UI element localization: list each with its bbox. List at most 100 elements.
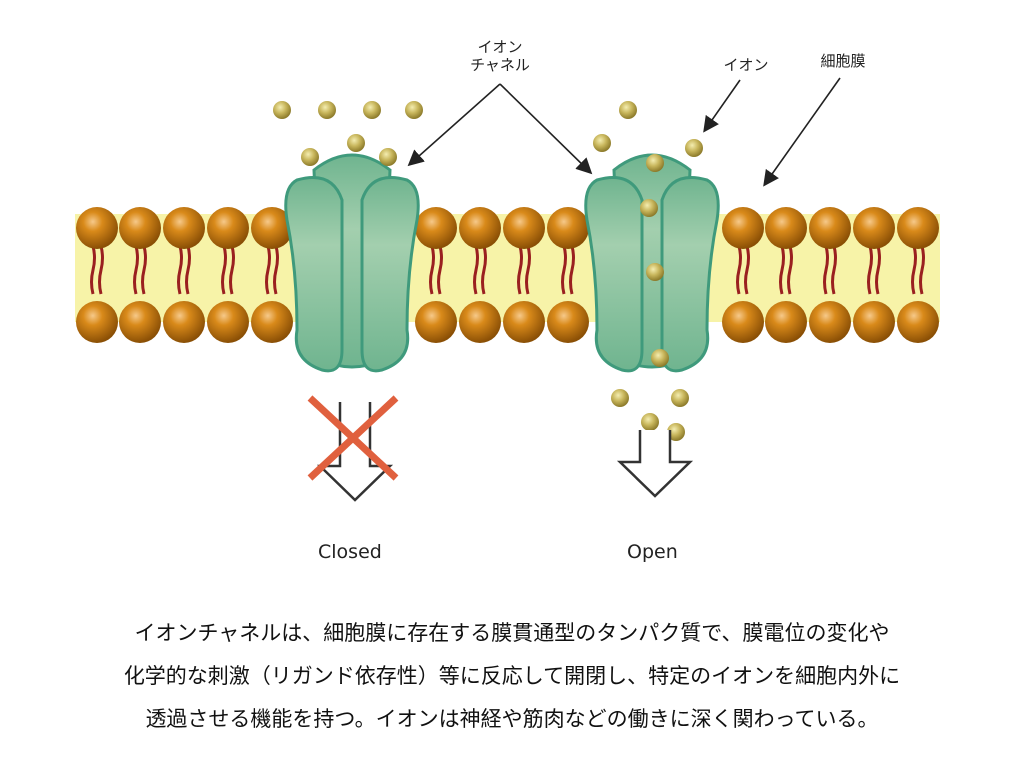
lipid-tail — [831, 245, 837, 295]
ion — [318, 101, 336, 119]
lipid-tail — [429, 245, 435, 295]
lipid-tail — [823, 245, 829, 295]
ion-label: イオン — [723, 56, 769, 74]
closed-label: Closed — [318, 541, 382, 563]
ions — [273, 101, 703, 441]
lipid-head — [119, 301, 161, 343]
lipid-tail — [185, 245, 191, 295]
ion — [379, 148, 397, 166]
lipid-tail — [517, 245, 523, 295]
lipid-head — [897, 301, 939, 343]
lipid-tail — [141, 245, 147, 295]
open-ion-channel — [584, 153, 720, 373]
cell-membrane-label: 細胞膜 — [820, 52, 866, 70]
ion-channel-label-line2: チャネル — [470, 56, 530, 74]
lipid-head — [76, 207, 118, 249]
lipid — [897, 207, 939, 343]
arrow-to-closed-channel — [407, 83, 501, 167]
caption: イオンチャネルは、細胞膜に存在する膜貫通型のタンパク質で、膜電位の変化や 化学的… — [0, 612, 1024, 741]
lipid-head — [163, 207, 205, 249]
lipid-tail — [561, 245, 567, 295]
closed-cross-icon — [307, 395, 399, 481]
ion — [651, 349, 669, 367]
caption-line: 透過させる機能を持つ。イオンは神経や筋肉などの働きに深く関わっている。 — [145, 707, 879, 731]
caption-line: イオンチャネルは、細胞膜に存在する膜貫通型のタンパク質で、膜電位の変化や — [134, 621, 890, 645]
lipid — [547, 207, 589, 343]
lipid-tail — [177, 245, 183, 295]
channel-right-subunit — [660, 176, 720, 373]
lipid-tail — [919, 245, 925, 295]
caption-line: 化学的な刺激（リガンド依存性）等に反応して開閉し、特定のイオンを細胞内外に — [123, 664, 901, 688]
ion — [640, 199, 658, 217]
lipid — [765, 207, 807, 343]
lipid-head — [459, 207, 501, 249]
open-label: Open — [627, 541, 678, 563]
lipid-head — [76, 301, 118, 343]
lipid-head — [503, 301, 545, 343]
lipid-head — [897, 207, 939, 249]
lipid — [251, 207, 293, 343]
lipid-tail — [265, 245, 271, 295]
channel-left-subunit — [584, 176, 644, 373]
lipid-head — [251, 207, 293, 249]
lipid-head — [163, 301, 205, 343]
lipid-tail — [744, 245, 750, 295]
ion-channel-label-line1: イオン — [477, 38, 523, 56]
ion — [347, 134, 365, 152]
channel-right-subunit — [360, 176, 420, 373]
arrow-to-ion — [703, 79, 741, 133]
pointer-arrows — [407, 77, 841, 187]
lipid-head — [415, 207, 457, 249]
lipid-tail — [221, 245, 227, 295]
lipid-head — [547, 301, 589, 343]
lipid-tail — [473, 245, 479, 295]
lipid-tail — [911, 245, 917, 295]
lipid-tail — [273, 245, 279, 295]
lipid-tail — [229, 245, 235, 295]
channel-left-subunit — [284, 176, 344, 373]
lipid-head — [722, 207, 764, 249]
lipid-head — [119, 207, 161, 249]
lipid-tail — [787, 245, 793, 295]
lipid-tail — [875, 245, 881, 295]
ion-channel-label: イオン チャネル — [460, 38, 540, 74]
lipid-tail — [736, 245, 742, 295]
lipid-head — [547, 207, 589, 249]
lipid-head — [459, 301, 501, 343]
lipid — [722, 207, 764, 343]
lipid-head — [722, 301, 764, 343]
lipid-head — [415, 301, 457, 343]
ion — [273, 101, 291, 119]
ion — [646, 154, 664, 172]
ion — [671, 389, 689, 407]
lipid-tail — [867, 245, 873, 295]
lipid-head — [207, 301, 249, 343]
lipid — [207, 207, 249, 343]
ion — [646, 263, 664, 281]
lipid-head — [765, 207, 807, 249]
arrow-to-open-channel — [499, 83, 593, 175]
lipid-head — [251, 301, 293, 343]
closed-flow-arrow — [316, 402, 394, 502]
ion — [641, 413, 659, 431]
lipid — [415, 207, 457, 343]
lipid-head — [809, 301, 851, 343]
arrow-to-membrane — [763, 77, 841, 187]
ion — [611, 389, 629, 407]
lipid-tail — [90, 245, 96, 295]
lipid-tail — [437, 245, 443, 295]
lipid — [163, 207, 205, 343]
lipid — [459, 207, 501, 343]
lipid-head — [853, 301, 895, 343]
channels — [284, 153, 720, 373]
open-flow-arrow — [616, 430, 694, 498]
ion — [363, 101, 381, 119]
lipid-bilayer — [76, 207, 939, 343]
ion — [301, 148, 319, 166]
lipid — [503, 207, 545, 343]
lipid — [76, 207, 118, 343]
lipid-tail — [133, 245, 139, 295]
lipid — [809, 207, 851, 343]
lipid-head — [853, 207, 895, 249]
